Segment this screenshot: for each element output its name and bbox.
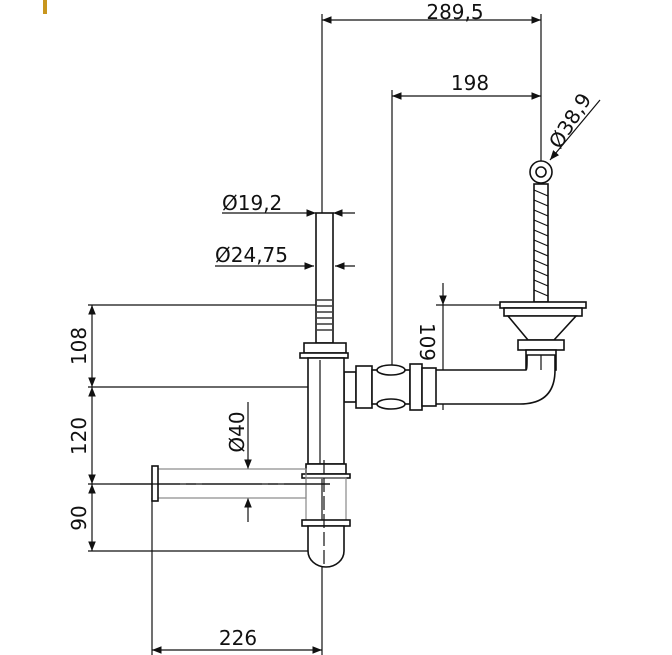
trap-body bbox=[301, 357, 351, 568]
dim-height-bottom: 90 bbox=[67, 505, 91, 530]
dim-overflow-outer: Ø24,75 bbox=[215, 243, 288, 267]
coupling bbox=[343, 363, 437, 411]
dim-outlet-length: 226 bbox=[219, 626, 257, 650]
dim-outlet-diameter: Ø40 bbox=[225, 411, 249, 452]
dim-height-top: 108 bbox=[67, 327, 91, 365]
accent-mark bbox=[43, 0, 47, 14]
dim-basket-diameter: Ø38,9 bbox=[544, 89, 596, 153]
dim-inlet-offset: 198 bbox=[451, 71, 489, 95]
dim-basket-height: 109 bbox=[415, 323, 439, 361]
dim-overflow-inner: Ø19,2 bbox=[222, 191, 282, 215]
horizontal-pipe bbox=[419, 354, 556, 405]
dim-total-width: 289,5 bbox=[426, 0, 483, 24]
side-outlet-pipe bbox=[120, 465, 330, 502]
overflow-pipe bbox=[299, 212, 349, 359]
dim-height-middle: 120 bbox=[67, 417, 91, 455]
sink-basket bbox=[499, 160, 587, 371]
